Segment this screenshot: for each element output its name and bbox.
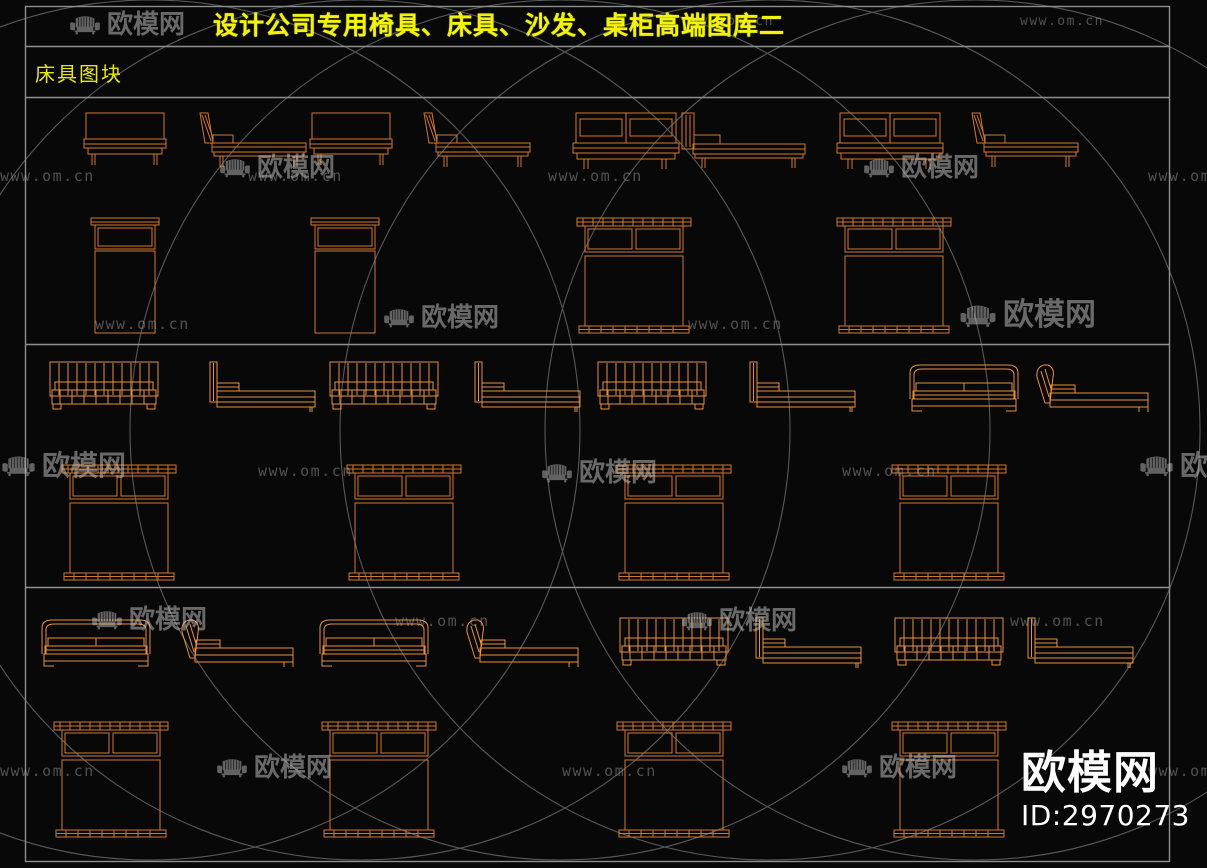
bed-front-elevation [572, 112, 680, 170]
bed-front-elevation [329, 361, 439, 410]
brand-name: 欧模网 [1021, 746, 1160, 799]
bed-front-elevation [309, 112, 393, 166]
bed-side-elevation [681, 112, 806, 169]
bed-side-elevation [1036, 364, 1149, 413]
section-2-elevation-row [49, 361, 1149, 413]
bed-plan-view [576, 217, 692, 334]
page-title: 设计公司专用椅具、床具、沙发、桌柜高端图库二 [213, 11, 786, 40]
bed-side-elevation [466, 619, 579, 668]
bed-side-elevation [209, 361, 316, 413]
bed-plan-view [891, 464, 1007, 581]
bed-front-elevation [49, 361, 159, 410]
bed-front-elevation [836, 112, 944, 170]
bed-front-elevation [83, 112, 167, 166]
section-3-plan-row [53, 721, 1007, 838]
bed-front-elevation [909, 364, 1019, 412]
bed-plan-view [616, 721, 732, 838]
bed-front-elevation [597, 361, 707, 410]
section-3-elevation-row [41, 617, 1134, 669]
bed-side-elevation [199, 112, 307, 168]
bed-plan-view [310, 217, 380, 334]
bed-side-elevation [749, 361, 856, 413]
bed-plan-view [53, 721, 169, 838]
bed-side-elevation [1027, 617, 1134, 669]
bed-side-elevation [971, 112, 1079, 168]
bed-plan-view [90, 217, 160, 334]
bed-front-elevation [319, 619, 429, 667]
bed-side-elevation [755, 617, 862, 669]
bed-side-elevation [474, 361, 581, 413]
bed-side-elevation [423, 112, 531, 168]
bed-front-elevation [41, 619, 151, 667]
bed-plan-view [616, 464, 732, 581]
bed-plan-view [321, 721, 437, 838]
section-1-elevation-row [83, 112, 1079, 170]
bed-front-elevation [619, 617, 729, 666]
section-2-plan-row [61, 464, 1007, 581]
bed-plan-view [891, 721, 1007, 838]
brand-block: 欧模网 ID:2970273 [1021, 748, 1190, 832]
brand-id: ID:2970273 [1021, 799, 1190, 832]
bed-front-elevation [894, 617, 1004, 666]
bed-plan-view [836, 217, 952, 334]
section-title: 床具图块 [35, 62, 123, 86]
section-1-plan-row [90, 217, 952, 334]
bed-side-elevation [181, 619, 294, 668]
bed-plan-view [61, 464, 177, 581]
bed-plan-view [346, 464, 462, 581]
